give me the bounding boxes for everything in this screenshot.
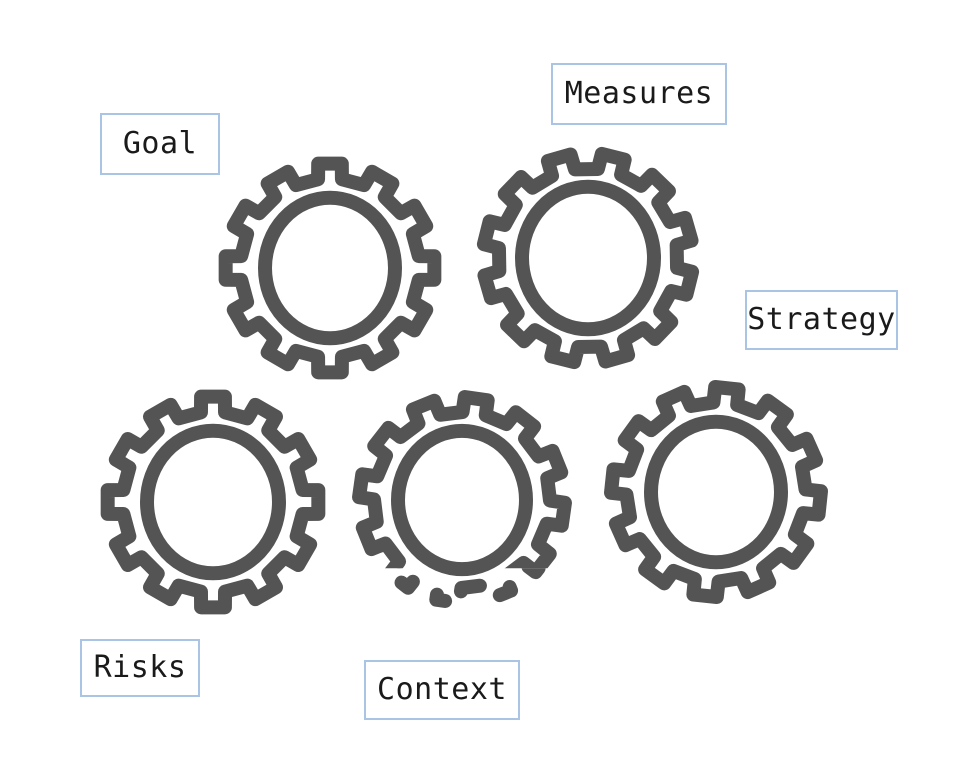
gear-bottom-left-hub [140,423,286,581]
gear-bottom-mid-hub [391,423,533,577]
gear-top-left-hub [258,190,402,346]
gear-bottom-left [100,389,326,615]
label-box-context[interactable]: Context [364,660,520,720]
gear-bottom-right-hub [644,414,788,570]
label-box-strategy[interactable]: Strategy [745,290,898,350]
label-text-risks: Risks [93,650,187,685]
label-box-goal[interactable]: Goal [100,113,220,175]
label-text-measures: Measures [564,76,714,111]
gear-top-left [218,156,442,380]
gear-bottom-mid [352,390,572,610]
gear-top-right-hub [515,179,661,337]
label-box-measures[interactable]: Measures [551,63,727,125]
label-text-context: Context [377,672,507,707]
label-text-strategy: Strategy [747,302,896,337]
gear-top-right [476,146,700,370]
label-box-risks[interactable]: Risks [80,639,200,697]
gear-bottom-right [604,380,828,604]
label-text-goal: Goal [122,126,198,161]
